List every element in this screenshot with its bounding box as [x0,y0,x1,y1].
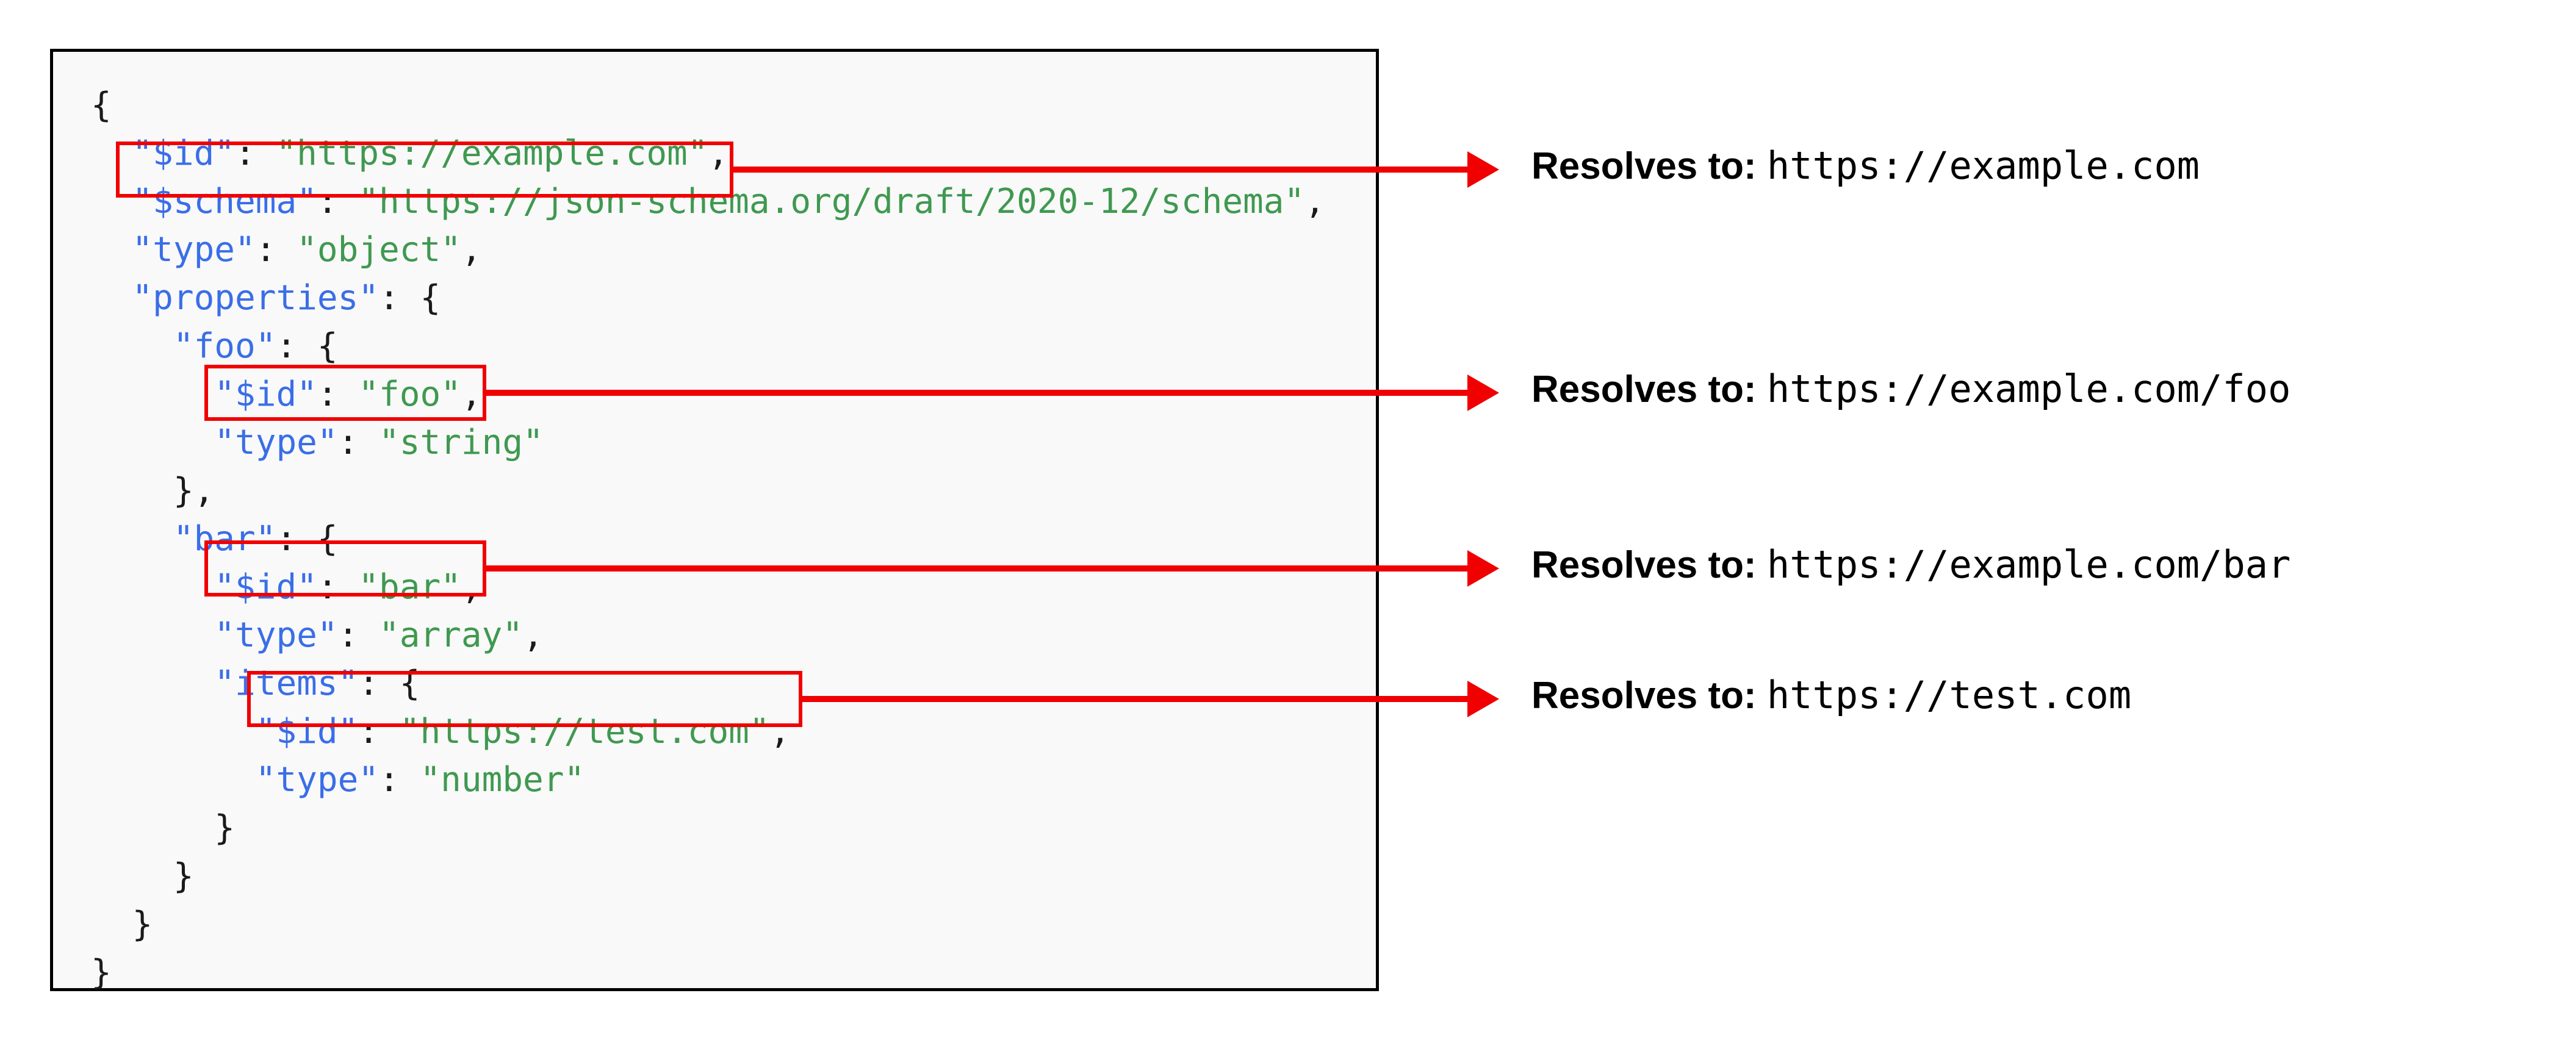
code-punctuation: : [317,375,359,414]
code-line: "items": { [91,659,1325,708]
code-key: "$id" [214,375,317,414]
code-key: "$id" [255,712,359,751]
code-key: "properties" [132,278,380,318]
code-punctuation: , [523,615,544,655]
code-punctuation: : [358,712,400,751]
code-line: "properties": { [91,274,1325,322]
code-string: "object" [297,230,461,270]
code-punctuation: , [769,712,791,751]
arrow-head-2 [1467,375,1499,411]
code-key: "foo" [173,326,276,366]
annotation-url: https://example.com [1766,143,2200,188]
code-key: "items" [214,664,359,703]
annotation-label: Resolves to: [1531,675,1767,717]
code-line: }, [91,467,1325,515]
code-punctuation: }, [173,471,215,511]
annotation-url: https://example.com/bar [1766,542,2291,587]
annotation-label: Resolves to: [1531,544,1767,586]
annotation-label: Resolves to: [1531,368,1767,410]
code-line: "$id": "foo", [91,370,1325,418]
annotation-label: Resolves to: [1531,145,1767,187]
code-punctuation: , [461,375,482,414]
code-key: "type" [214,423,338,462]
code-punctuation: , [461,230,482,270]
annotation-url: https://test.com [1766,673,2132,717]
code-punctuation: : { [276,326,338,366]
code-string: "number" [420,760,585,800]
code-key: "type" [132,230,256,270]
code-key: "$id" [214,567,317,607]
code-punctuation: : [379,760,420,800]
arrow-line-1 [730,167,1469,173]
arrow-head-4 [1467,681,1499,717]
code-line: "type": "string" [91,418,1325,467]
code-key: "bar" [173,519,276,559]
code-punctuation: : { [276,519,338,559]
code-line: } [91,852,1325,900]
code-string: "https://example.com" [276,134,708,173]
code-punctuation: : [337,423,380,462]
code-punctuation: , [1304,182,1325,221]
code-line: "$schema": "https://json-schema.org/draf… [91,177,1325,226]
code-punctuation: : [317,567,359,607]
code-line: } [91,948,1325,997]
code-punctuation: : [255,230,297,270]
code-key: "$id" [132,134,236,173]
arrow-head-3 [1467,550,1499,587]
code-key: "type" [214,615,338,655]
code-punctuation: { [91,85,112,125]
code-string: "array" [379,615,523,655]
arrow-head-1 [1467,151,1499,188]
code-string: "string" [379,423,544,462]
annotation-1: Resolves to: https://example.com [1531,147,2200,185]
code-punctuation: , [708,134,729,173]
code-punctuation: : [317,182,359,221]
code-string: "foo" [358,375,461,414]
code-line: "type": "object", [91,226,1325,274]
code-punctuation: } [214,808,236,848]
code-punctuation: } [132,905,153,944]
code-punctuation: : [337,615,380,655]
code-line: } [91,804,1325,852]
code-punctuation: } [173,856,194,896]
annotation-4: Resolves to: https://test.com [1531,676,2131,715]
code-line: "foo": { [91,322,1325,370]
code-line: "$id": "https://test.com", [91,708,1325,756]
annotation-url: https://example.com/foo [1766,367,2291,411]
json-code-block: { "$id": "https://example.com", "$schema… [50,49,1379,992]
code-line: "bar": { [91,515,1325,563]
code-punctuation: : { [379,278,441,318]
code-line: { [91,81,1325,129]
code-line: "$id": "bar", [91,563,1325,611]
annotation-3: Resolves to: https://example.com/bar [1531,546,2290,584]
code-key: "$schema" [132,182,317,221]
code-line: } [91,900,1325,948]
code-string: "https://json-schema.org/draft/2020-12/s… [358,182,1305,221]
code-line: "type": "number" [91,756,1325,804]
code-line: "type": "array", [91,611,1325,659]
json-code-listing: { "$id": "https://example.com", "$schema… [91,81,1325,997]
arrow-line-3 [483,565,1469,572]
code-punctuation: } [91,953,112,992]
code-string: "https://test.com" [399,712,770,751]
code-key: "type" [255,760,380,800]
code-line: "$id": "https://example.com", [91,129,1325,177]
code-string: "bar" [358,567,461,607]
arrow-line-4 [799,696,1469,702]
code-punctuation: : { [358,664,420,703]
code-punctuation: : [235,134,276,173]
arrow-line-2 [483,390,1469,396]
code-punctuation: , [461,567,482,607]
annotation-2: Resolves to: https://example.com/foo [1531,370,2290,409]
